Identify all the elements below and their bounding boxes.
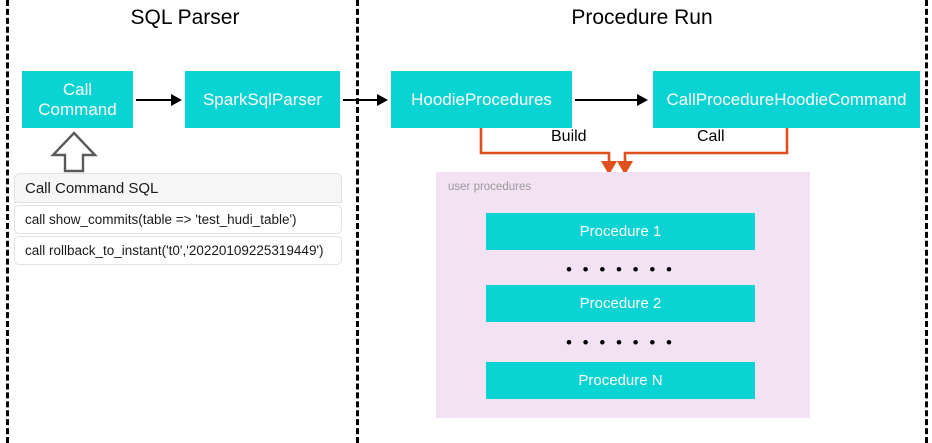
divider-left (6, 0, 9, 443)
user-procedures-label: user procedures (448, 181, 532, 193)
node-hoodie-procedures[interactable]: HoodieProcedures (391, 71, 572, 128)
procedure-box-2[interactable]: Procedure 2 (486, 285, 755, 322)
procedure-box-n-label: Procedure N (578, 372, 663, 389)
block-arrow-up-icon (50, 131, 98, 173)
node-spark-sql-parser[interactable]: SparkSqlParser (185, 71, 340, 128)
flow-arrow-call-command-to-parser-line (136, 99, 172, 101)
procedure-box-n[interactable]: Procedure N (486, 362, 755, 399)
call-command-sql-table: Call Command SQL call show_commits(table… (14, 173, 342, 267)
node-call-command[interactable]: Call Command (22, 71, 133, 128)
node-call-procedure-hoodie-command-label: CallProcedureHoodieCommand (666, 89, 907, 109)
divider-right (925, 0, 928, 443)
section-title-sql-parser: SQL Parser (130, 6, 240, 29)
node-hoodie-procedures-label: HoodieProcedures (411, 89, 552, 109)
section-title-procedure-run: Procedure Run (571, 6, 713, 29)
procedure-box-1[interactable]: Procedure 1 (486, 213, 755, 250)
connector-label-call: Call (692, 128, 730, 146)
procedure-separator-2: • • • • • • • (565, 333, 675, 352)
user-procedures-panel: user procedures Procedure 1 • • • • • • … (436, 172, 810, 418)
flow-arrow-hoodie-procedures-to-command-head (637, 94, 648, 106)
node-call-procedure-hoodie-command[interactable]: CallProcedureHoodieCommand (653, 71, 920, 128)
connector-label-build: Build (546, 128, 592, 146)
procedure-separator-1: • • • • • • • (565, 260, 675, 279)
divider-middle (356, 0, 359, 443)
procedure-box-2-label: Procedure 2 (579, 295, 662, 312)
flow-arrow-parser-to-hoodie-procedures-line (343, 99, 378, 101)
sql-table-row-1: call show_commits(table => 'test_hudi_ta… (14, 205, 342, 234)
flow-arrow-parser-to-hoodie-procedures-head (377, 94, 388, 106)
flow-arrow-hoodie-procedures-to-command-line (575, 99, 638, 101)
node-call-command-label: Call Command (38, 80, 116, 118)
procedure-box-1-label: Procedure 1 (579, 223, 662, 240)
sql-table-header: Call Command SQL (14, 173, 342, 203)
node-call-command-label-line1: Call (62, 80, 93, 100)
flow-arrow-call-command-to-parser-head (171, 94, 182, 106)
node-spark-sql-parser-label: SparkSqlParser (202, 89, 323, 109)
node-call-command-label-line2: Command (38, 99, 117, 119)
sql-table-row-2: call rollback_to_instant('t0','202201092… (14, 236, 342, 265)
